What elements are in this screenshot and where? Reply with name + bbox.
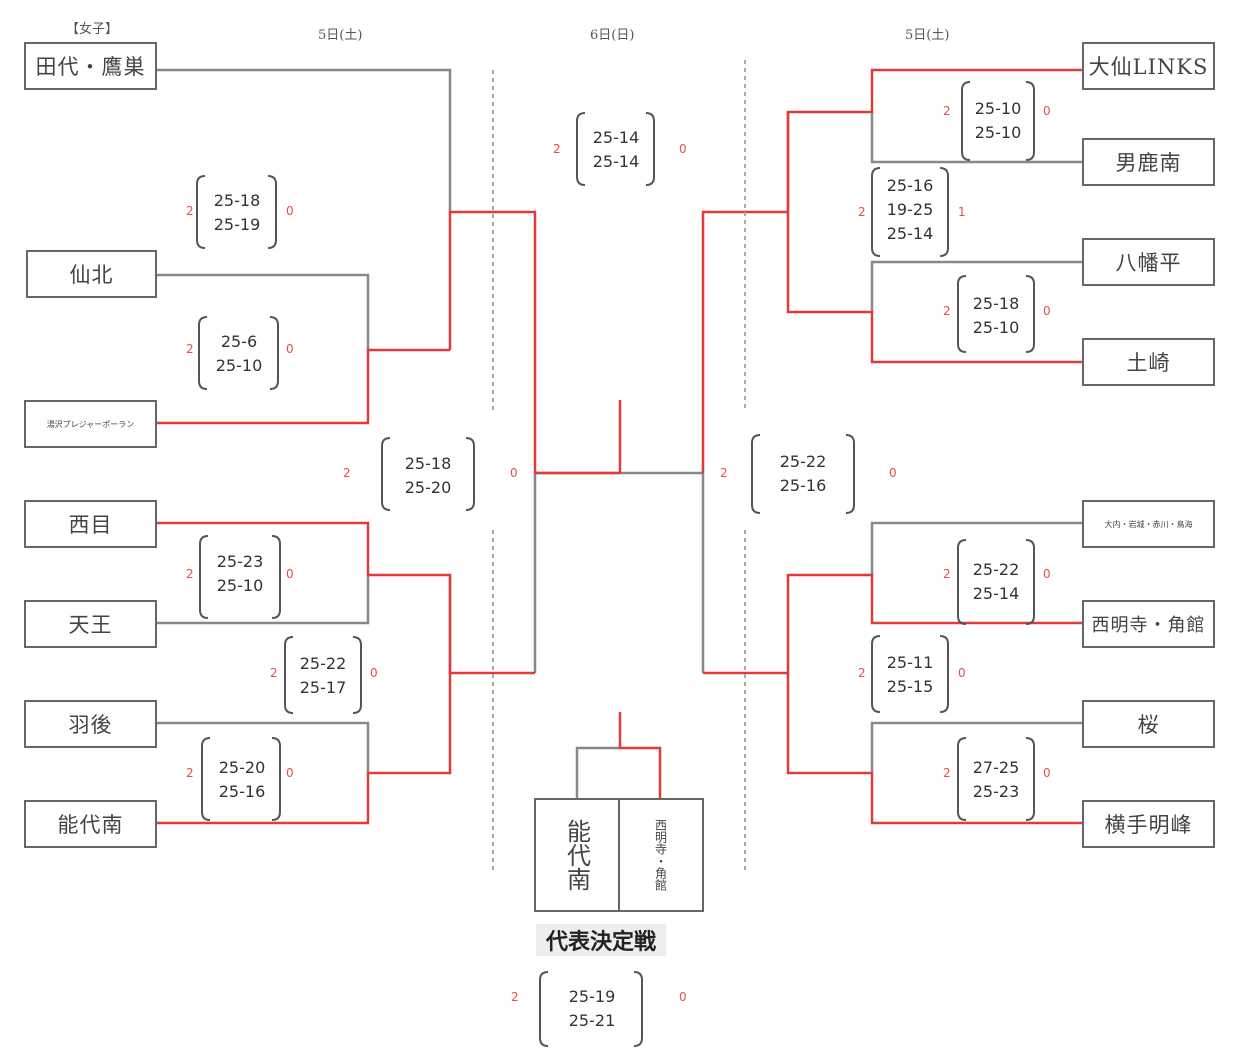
set-score: 25-10	[216, 576, 264, 595]
set-score: 25-22	[299, 654, 347, 673]
set-score: 25-18	[972, 294, 1020, 313]
score-m-l5: 25-22 25-17	[293, 652, 353, 700]
score-m-l6: 25-20 25-16	[212, 756, 272, 804]
sets-won: 2	[186, 766, 194, 780]
set-score: 25-14	[886, 224, 934, 243]
sets-lost: 0	[286, 766, 294, 780]
team-r4: 土崎	[1082, 338, 1215, 386]
playoff-team-b: 西明寺・角館	[618, 798, 704, 912]
score-m-r7: 27-25 25-23	[966, 756, 1026, 804]
team-l1: 田代・鷹巣	[24, 42, 157, 90]
sets-lost: 0	[286, 204, 294, 218]
sets-won: 2	[186, 342, 194, 356]
score-m-r5: 25-22 25-14	[966, 558, 1026, 606]
team-r3: 八幡平	[1082, 238, 1215, 286]
team-r2: 男鹿南	[1082, 138, 1215, 186]
set-score: 27-25	[972, 758, 1020, 777]
team-l2: 仙北	[26, 250, 157, 298]
set-score: 25-19	[568, 987, 616, 1006]
team-l6: 羽後	[24, 700, 157, 748]
set-score: 25-14	[592, 128, 640, 147]
team-l5: 天王	[24, 600, 157, 648]
sets-won: 2	[720, 466, 728, 480]
sets-won: 2	[343, 466, 351, 480]
team-r6: 西明寺・角館	[1082, 600, 1215, 648]
playoff-team-a: 能代南	[534, 798, 620, 912]
set-score: 25-10	[972, 318, 1020, 337]
sets-lost: 0	[1043, 567, 1051, 581]
set-score: 25-10	[974, 123, 1022, 142]
score-m-r1: 25-10 25-10	[968, 97, 1028, 145]
category-label: 【女子】	[66, 22, 119, 37]
score-m-l1: 25-18 25-19	[207, 189, 267, 237]
score-m-l4: 25-23 25-10	[210, 550, 270, 598]
sets-won: 2	[553, 142, 561, 156]
score-m-l2: 25-6 25-10	[209, 330, 269, 378]
sets-won: 2	[943, 766, 951, 780]
set-score: 25-10	[974, 99, 1022, 118]
score-m-l3: 25-18 25-20	[398, 452, 458, 500]
sets-won: 2	[943, 104, 951, 118]
set-score: 25-16	[779, 476, 827, 495]
set-score: 25-17	[299, 678, 347, 697]
set-score: 25-20	[218, 758, 266, 777]
playoff-title: 代表決定戦	[536, 924, 667, 956]
set-score: 25-22	[779, 452, 827, 471]
team-l3: 湯沢プレジャーポーラン	[24, 400, 157, 448]
set-score: 25-22	[972, 560, 1020, 579]
sets-won: 2	[186, 567, 194, 581]
sets-won: 2	[943, 567, 951, 581]
set-score: 25-23	[972, 782, 1020, 801]
score-final: 25-14 25-14	[586, 126, 646, 174]
set-score: 25-6	[220, 332, 258, 351]
score-playoff: 25-19 25-21	[562, 985, 622, 1033]
day-left-label: 5日(土)	[318, 28, 363, 43]
set-score: 25-11	[886, 653, 934, 672]
set-score: 25-23	[216, 552, 264, 571]
sets-won: 2	[186, 204, 194, 218]
set-score: 25-15	[886, 677, 934, 696]
set-score: 25-19	[213, 215, 261, 234]
set-score: 25-16	[886, 176, 934, 195]
set-score: 25-18	[404, 454, 452, 473]
team-r1: 大仙LINKS	[1082, 42, 1215, 90]
set-score: 25-18	[213, 191, 261, 210]
day-center-label: 6日(日)	[590, 28, 635, 43]
team-l4: 西目	[24, 500, 157, 548]
sets-won: 2	[858, 205, 866, 219]
sets-lost: 0	[510, 466, 518, 480]
sets-won: 2	[511, 990, 519, 1004]
sets-lost: 0	[1043, 104, 1051, 118]
score-m-r2: 25-16 19-25 25-14	[880, 174, 940, 246]
sets-won: 2	[858, 666, 866, 680]
set-score: 25-20	[404, 478, 452, 497]
score-m-r6: 25-11 25-15	[880, 651, 940, 699]
team-r8: 横手明峰	[1082, 800, 1215, 848]
sets-lost: 0	[958, 666, 966, 680]
sets-lost: 0	[286, 342, 294, 356]
score-m-r3: 25-18 25-10	[966, 292, 1026, 340]
sets-lost: 0	[286, 567, 294, 581]
team-r7: 桜	[1082, 700, 1215, 748]
set-score: 25-16	[218, 782, 266, 801]
sets-lost: 0	[1043, 766, 1051, 780]
set-score: 25-10	[215, 356, 263, 375]
set-score: 25-14	[972, 584, 1020, 603]
sets-lost: 0	[889, 466, 897, 480]
set-score: 25-21	[568, 1011, 616, 1030]
sets-lost: 0	[370, 666, 378, 680]
sets-lost: 0	[679, 142, 687, 156]
sets-won: 2	[943, 304, 951, 318]
set-score: 25-14	[592, 152, 640, 171]
sets-lost: 0	[679, 990, 687, 1004]
team-r5: 大内・岩城・赤川・鳥海	[1082, 500, 1215, 548]
sets-lost: 0	[1043, 304, 1051, 318]
sets-lost: 1	[958, 205, 966, 219]
team-l7: 能代南	[24, 800, 157, 848]
day-right-label: 5日(土)	[905, 28, 950, 43]
set-score: 19-25	[886, 200, 934, 219]
sets-won: 2	[270, 666, 278, 680]
score-m-r4: 25-22 25-16	[773, 450, 833, 498]
